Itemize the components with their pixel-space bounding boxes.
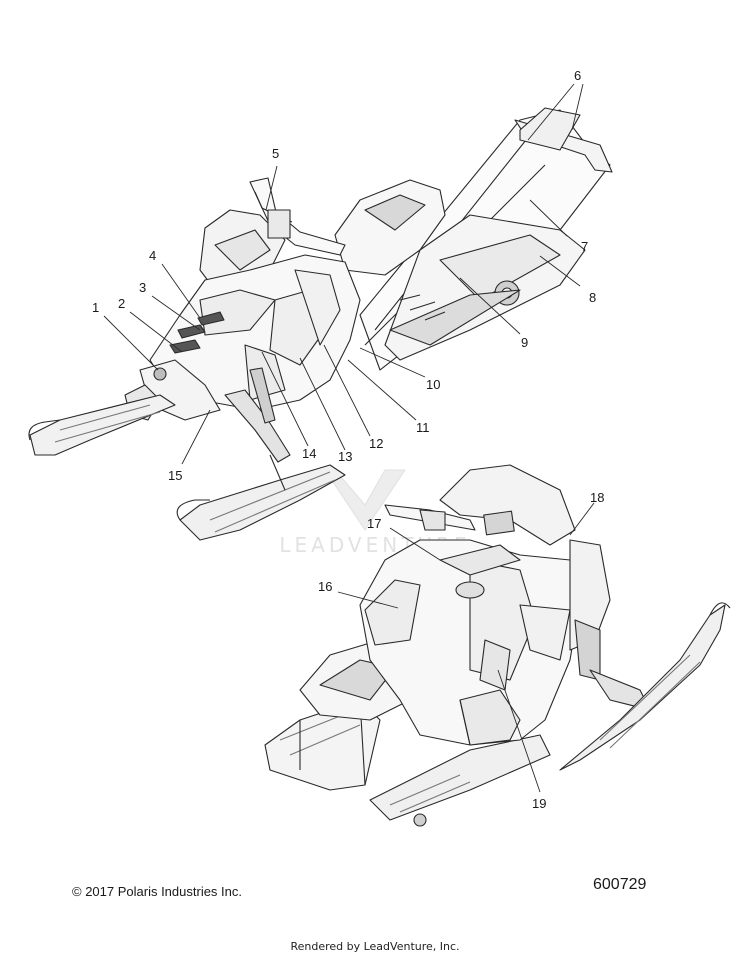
callout-10: 10 — [426, 377, 440, 392]
leader-line-19 — [497, 669, 541, 793]
copyright-text: © 2017 Polaris Industries Inc. — [72, 884, 242, 899]
callout-8: 8 — [589, 290, 596, 305]
leader-line-14 — [261, 351, 309, 447]
leader-line-17 — [389, 527, 441, 561]
leader-line-3 — [151, 295, 201, 331]
callout-12: 12 — [369, 436, 383, 451]
callout-9: 9 — [521, 335, 528, 350]
leader-line-12 — [323, 344, 371, 437]
leader-line-11 — [347, 359, 417, 421]
rendered-by-text: Rendered by LeadVenture, Inc. — [290, 940, 460, 953]
leader-line-4 — [161, 263, 201, 319]
leader-line-13 — [299, 357, 346, 451]
diagram-number: 600729 — [593, 876, 647, 893]
callout-16: 16 — [318, 579, 332, 594]
leader-line-7 — [529, 199, 568, 237]
leader-line-18 — [569, 502, 595, 536]
leader-lines — [103, 83, 595, 793]
leader-line-8 — [539, 255, 581, 287]
callout-17: 17 — [367, 516, 381, 531]
leader-line-10 — [359, 347, 426, 378]
callout-15: 15 — [168, 468, 182, 483]
callout-18: 18 — [590, 490, 604, 505]
callout-4: 4 — [149, 248, 156, 263]
callout-6: 6 — [574, 68, 581, 83]
callout-3: 3 — [139, 280, 146, 295]
callout-13: 13 — [338, 449, 352, 464]
leader-line-2 — [129, 311, 183, 353]
callout-2: 2 — [118, 296, 125, 311]
leader-line-15 — [181, 409, 211, 465]
leader-line-6a — [527, 83, 575, 141]
leader-line-9 — [459, 277, 521, 335]
leader-line-1 — [103, 315, 159, 371]
callout-numbers: 1 2 3 4 5 6 7 8 9 10 11 12 13 14 15 16 1… — [92, 68, 604, 811]
callout-7: 7 — [581, 239, 588, 254]
callout-1: 1 — [92, 300, 99, 315]
callout-5: 5 — [272, 146, 279, 161]
callout-11: 11 — [416, 420, 430, 435]
leader-line-16 — [337, 591, 399, 609]
callout-14: 14 — [302, 446, 316, 461]
snowmobile-rear-view — [264, 464, 731, 827]
snowmobile-side-view — [28, 107, 613, 541]
leader-line-5 — [265, 165, 278, 211]
leader-line-6b — [571, 83, 584, 131]
callout-19: 19 — [532, 796, 546, 811]
